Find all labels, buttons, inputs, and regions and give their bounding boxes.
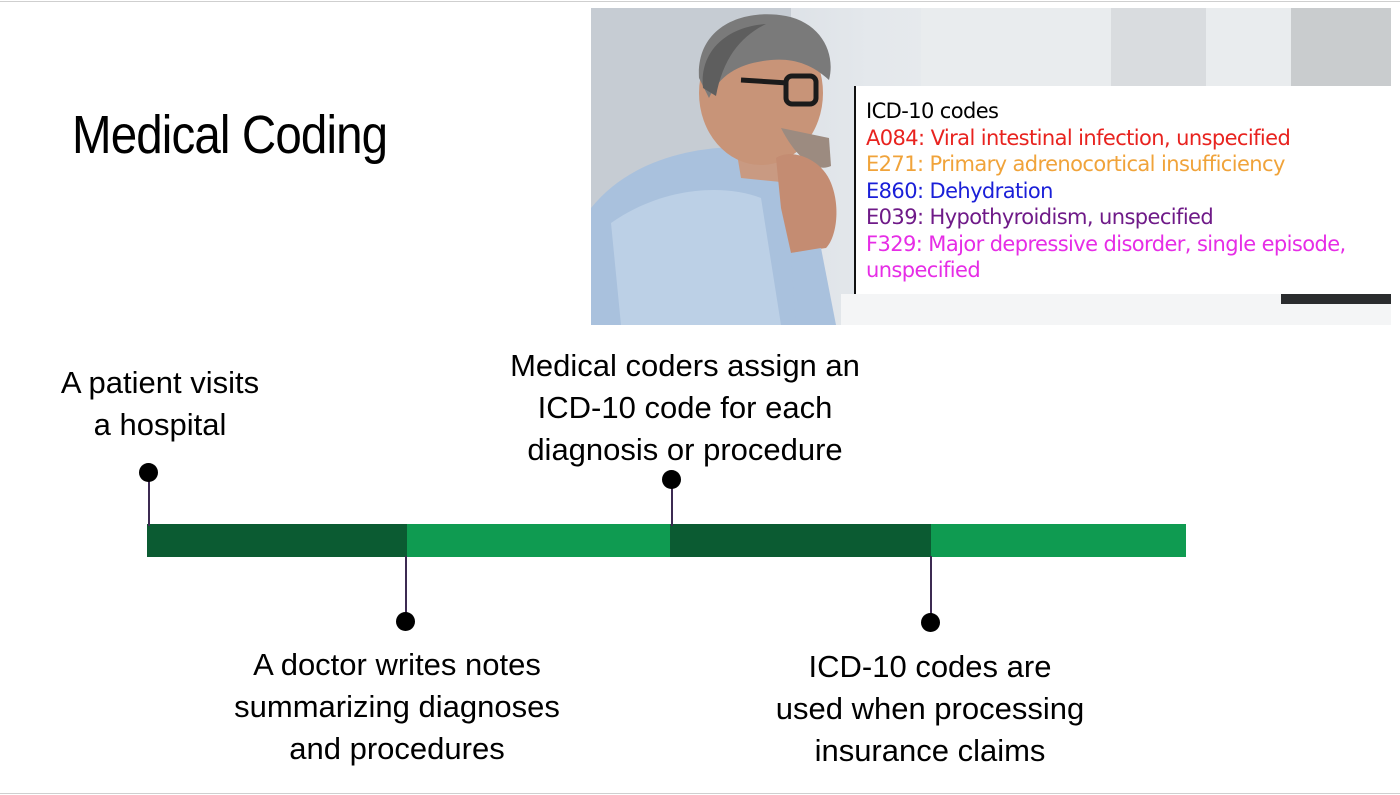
label-line: ICD-10 codes are: [808, 649, 1052, 684]
step-label-patient-visit: A patient visits a hospital: [0, 362, 320, 446]
label-line: a hospital: [93, 407, 227, 442]
timeline-stem-2: [405, 556, 407, 622]
label-line: used when processing: [775, 691, 1085, 726]
code-item: E039: Hypothyroidism, unspecified: [866, 205, 1214, 229]
codes-heading: ICD-10 codes: [866, 99, 999, 123]
label-line: insurance claims: [814, 733, 1046, 768]
step-label-coders-assign: Medical coders assign an ICD-10 code for…: [445, 345, 925, 471]
code-item: E271: Primary adrenocortical insufficien…: [866, 152, 1285, 176]
label-line: A doctor writes notes: [253, 647, 541, 682]
timeline-stem-4: [930, 556, 932, 622]
timeline-dot-3: [662, 470, 681, 489]
timeline-stem-1: [148, 472, 150, 526]
timeline-stem-3: [671, 480, 673, 526]
label-line: summarizing diagnoses: [234, 689, 560, 724]
timeline-dot-4: [921, 613, 940, 632]
label-line: Medical coders assign an: [510, 348, 860, 383]
timeline-segment-1: [147, 524, 407, 557]
label-line: diagnosis or procedure: [527, 432, 843, 467]
timeline-dot-1: [139, 463, 158, 482]
code-item: E860: Dehydration: [866, 178, 1053, 203]
label-line: and procedures: [289, 731, 505, 766]
code-item: F329: Major depressive disorder, single …: [866, 231, 1346, 256]
label-line: A patient visits: [60, 365, 260, 400]
timeline-segment-2: [407, 524, 670, 557]
label-line: ICD-10 code for each: [537, 390, 833, 425]
step-label-insurance-claims: ICD-10 codes are used when processing in…: [720, 646, 1140, 772]
timeline-segment-4: [931, 524, 1186, 557]
slide-title: Medical Coding: [72, 105, 388, 165]
top-divider: [0, 1, 1400, 2]
timeline-dot-2: [396, 612, 415, 631]
step-label-doctor-notes: A doctor writes notes summarizing diagno…: [187, 644, 607, 770]
code-item: A084: Viral intestinal infection, unspec…: [866, 125, 1291, 150]
code-item: unspecified: [866, 258, 981, 282]
timeline-segment-3: [670, 524, 931, 557]
bottom-divider: [0, 793, 1400, 794]
icd10-codes-box: ICD-10 codes A084: Viral intestinal infe…: [854, 86, 1394, 294]
